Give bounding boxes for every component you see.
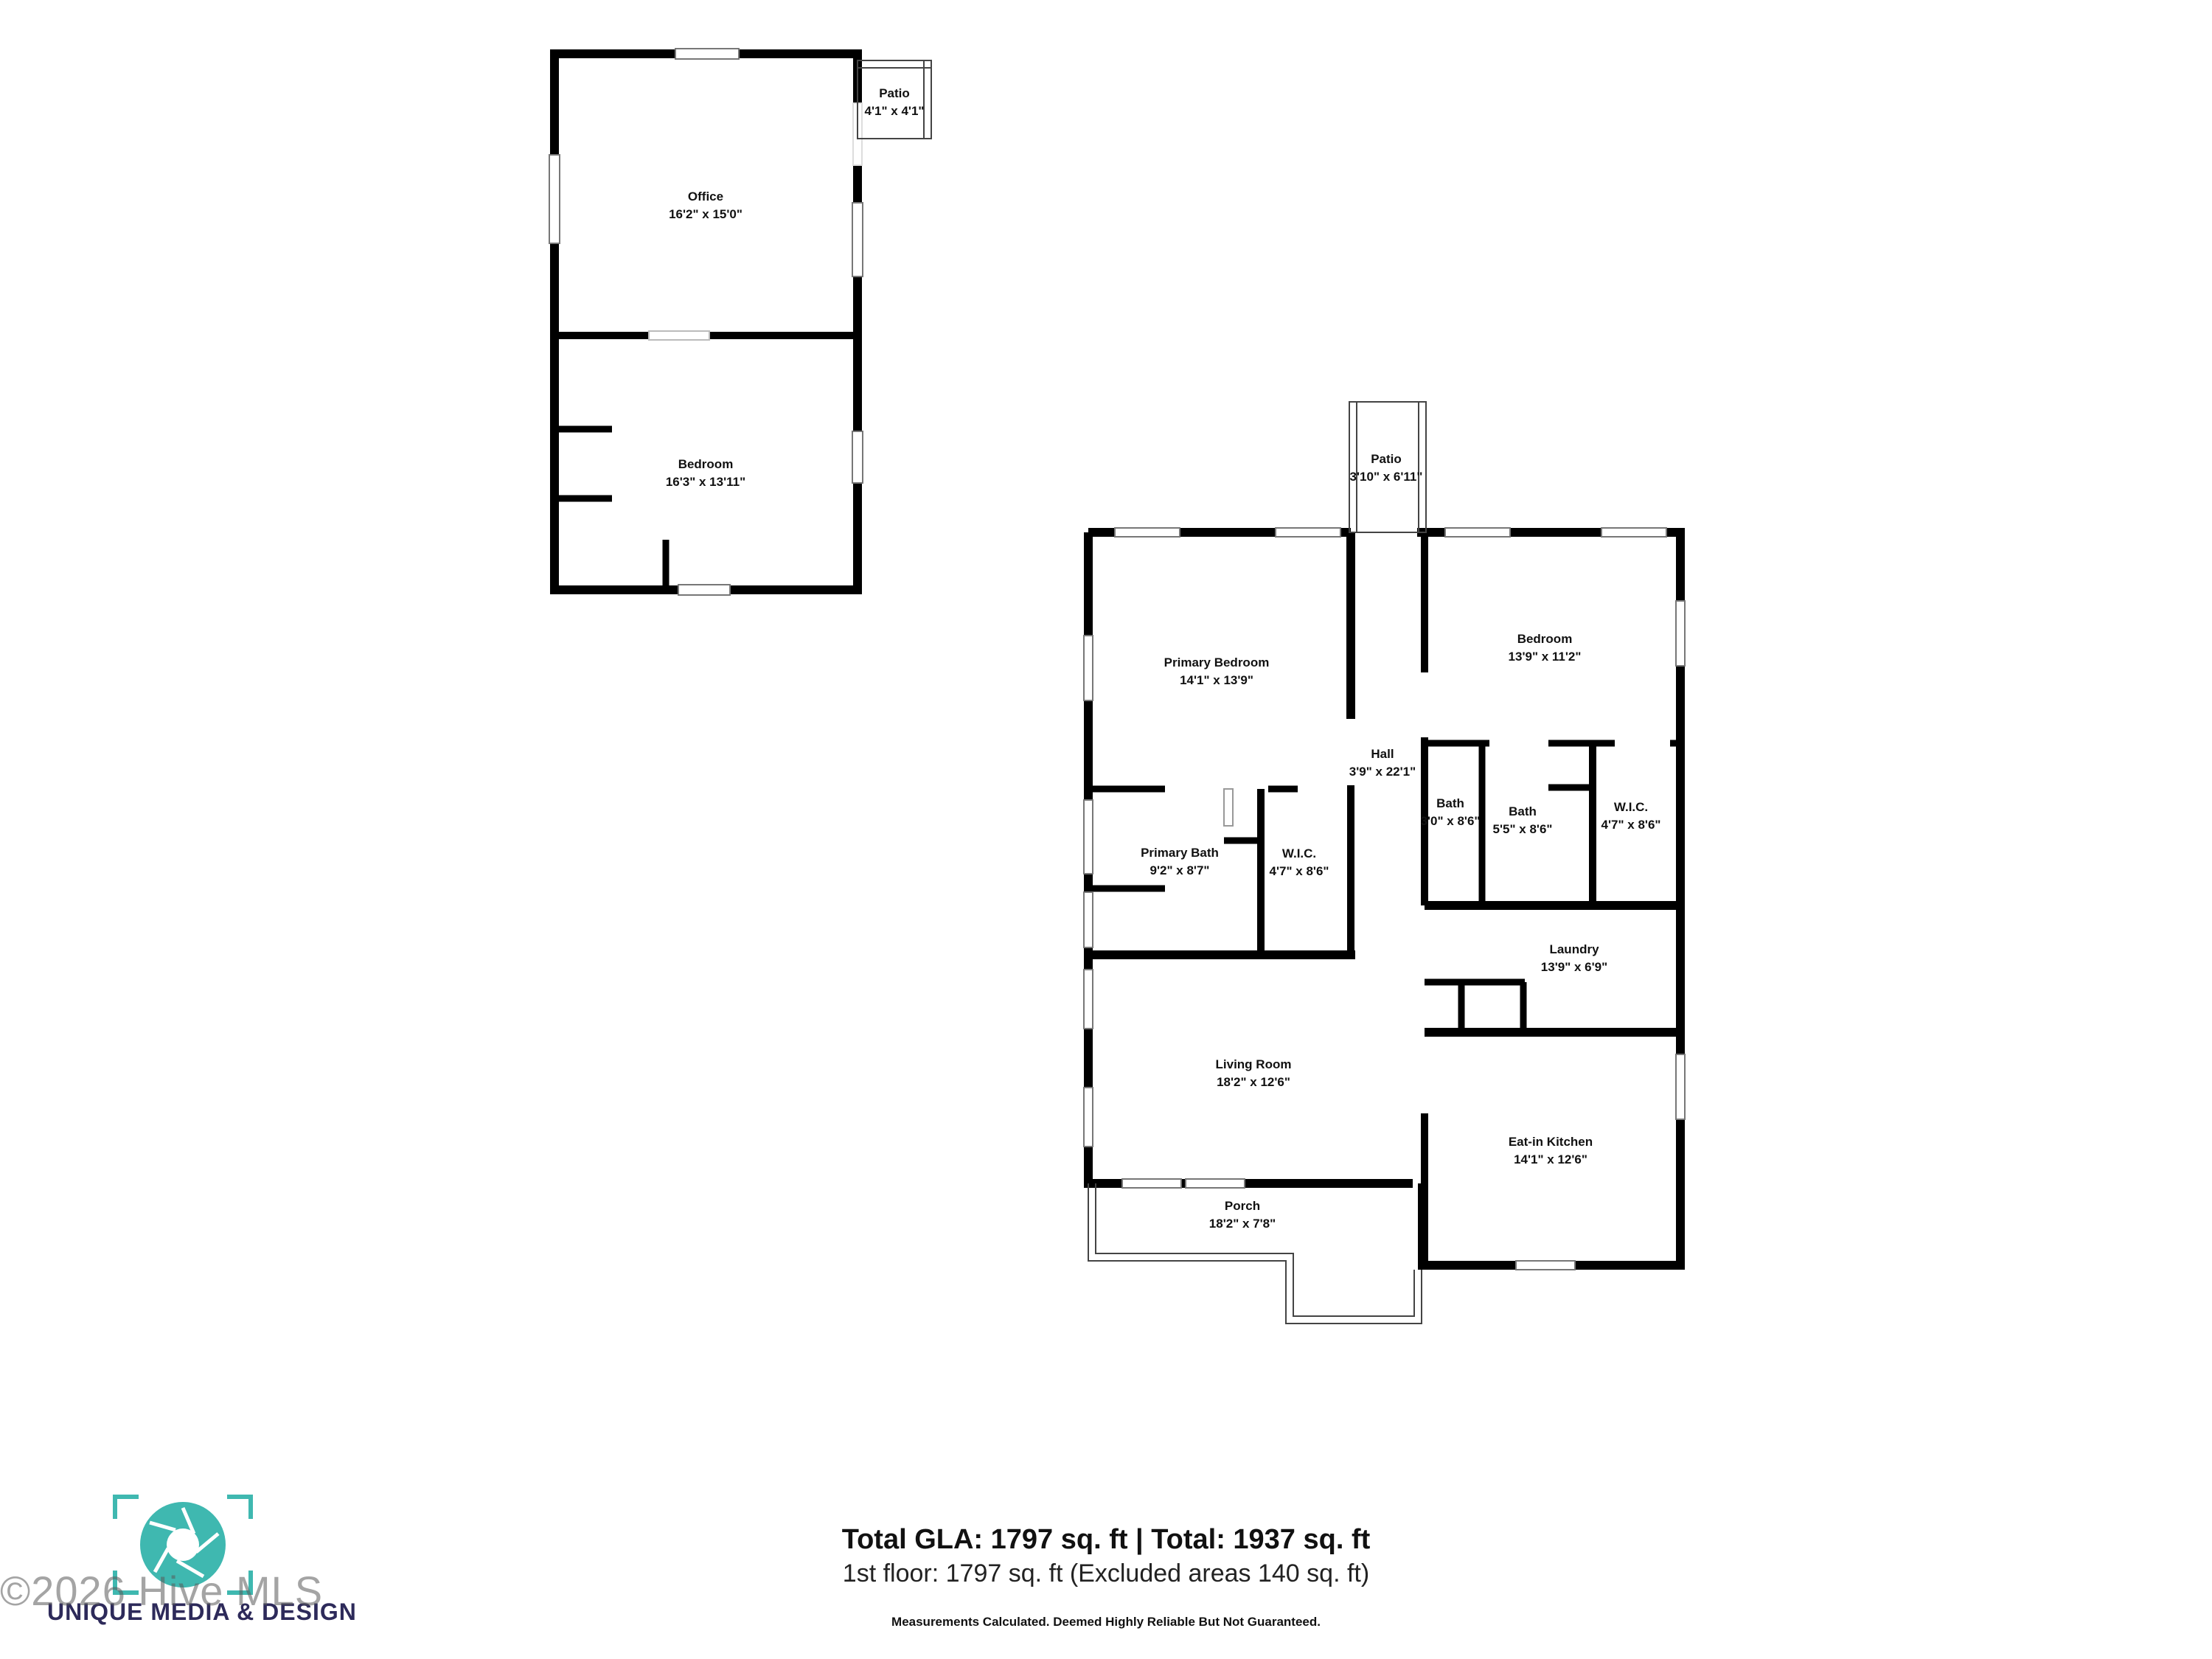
laundry-label: Laundry [1549, 942, 1599, 956]
eat-in-kitchen-label: Eat-in Kitchen [1509, 1135, 1593, 1149]
wic-right-label: W.I.C. [1614, 800, 1648, 814]
bedroom-dims: 13'9" x 11'2" [1509, 650, 1582, 664]
primary-bath-label: Primary Bath [1141, 846, 1219, 860]
room-labels: Office 16'2" x 15'0" Bedroom 16'3" x 13'… [666, 86, 1661, 1231]
eat-in-kitchen-dims: 14'1" x 12'6" [1514, 1152, 1587, 1166]
bath-dims: 5'5" x 8'6" [1493, 822, 1553, 836]
wic-primary-dims: 4'7" x 8'6" [1270, 864, 1329, 878]
logo-text: UNIQUE MEDIA & DESIGN [47, 1599, 357, 1625]
main-house-walls [1084, 528, 1685, 1270]
upper-windows [549, 48, 863, 596]
disclaimer: Measurements Calculated. Deemed Highly R… [891, 1615, 1321, 1629]
wic-primary-label: W.I.C. [1282, 846, 1316, 860]
watermark: ©2026 Hive MLS [0, 1568, 324, 1614]
upper-building [550, 49, 862, 594]
bedroom-upper-label: Bedroom [678, 457, 734, 471]
primary-bedroom-dims: 14'1" x 13'9" [1180, 673, 1253, 687]
bedroom-upper-dims: 16'3" x 13'11" [666, 475, 745, 489]
patio-upper-label: Patio [879, 86, 910, 100]
living-room-label: Living Room [1216, 1057, 1292, 1071]
living-room-dims: 18'2" x 12'6" [1217, 1075, 1290, 1089]
bath-small-dims: 3'0" x 8'6" [1421, 814, 1481, 828]
hall-dims: 3'9" x 22'1" [1349, 765, 1416, 779]
total-area: Total GLA: 1797 sq. ft | Total: 1937 sq.… [841, 1524, 1371, 1555]
bath-small-label: Bath [1436, 796, 1464, 810]
porch-label: Porch [1225, 1199, 1260, 1213]
upper-patio [857, 60, 932, 139]
patio-main-label: Patio [1371, 452, 1402, 466]
main-windows [1083, 527, 1686, 1270]
floor-area: 1st floor: 1797 sq. ft (Excluded areas 1… [842, 1559, 1370, 1587]
area-summary: Total GLA: 1797 sq. ft | Total: 1937 sq.… [0, 1522, 2212, 1590]
office-label: Office [688, 189, 723, 204]
porch-outline [1088, 1183, 1422, 1324]
patio-upper-dims: 4'1" x 4'1" [865, 104, 925, 118]
porch-dims: 18'2" x 7'8" [1209, 1217, 1276, 1231]
primary-bedroom-label: Primary Bedroom [1164, 655, 1270, 669]
primary-bath-dims: 9'2" x 8'7" [1150, 863, 1210, 877]
bedroom-label: Bedroom [1517, 632, 1573, 646]
logo [113, 1495, 253, 1595]
main-patio [1349, 401, 1427, 533]
wic-right-dims: 4'7" x 8'6" [1601, 818, 1661, 832]
office-dims: 16'2" x 15'0" [669, 207, 742, 221]
patio-main-dims: 3'10" x 6'11" [1350, 470, 1423, 484]
bath-label: Bath [1509, 804, 1537, 818]
laundry-dims: 13'9" x 6'9" [1541, 960, 1607, 974]
hall-label: Hall [1371, 747, 1394, 761]
